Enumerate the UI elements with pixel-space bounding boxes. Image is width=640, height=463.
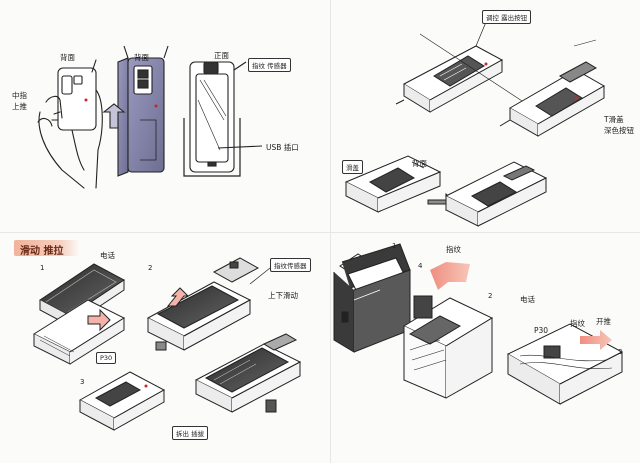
annotation-finger: 中指 上推 (12, 91, 27, 111)
annotation-br-open: 开推 (596, 317, 611, 326)
back-view-phone (102, 45, 169, 177)
step-number: 3 (618, 348, 623, 356)
section-title: 滑动 推拉 (20, 246, 64, 257)
annotation-tr-right: T滑盖 深色按钮 (604, 115, 634, 135)
slide-phone-4 (194, 333, 302, 413)
hand-phone-sketch (37, 59, 103, 189)
horizontal-divider (0, 232, 640, 233)
annotation-fingerprint-sensor: 指纹 传感器 (248, 58, 291, 72)
annotation-slide-button: 调控 露出按钮 (482, 10, 532, 24)
step-number: 2 (148, 264, 153, 272)
annotation-back-2: 背面 (134, 53, 149, 62)
step-number: 3 (80, 378, 85, 386)
annotation-tr-slide: 滑盖 (342, 160, 363, 174)
annotation-br-phone: 电话 (520, 295, 535, 304)
step-number: 1 (392, 242, 397, 250)
slide-phone-open (402, 262, 494, 399)
annotation-back-1: 背面 (60, 53, 75, 62)
annotation-p30: P30 (96, 352, 117, 364)
section-title-highlight (14, 240, 80, 256)
slide-phone-right (499, 39, 606, 137)
stacked-phones-1 (32, 263, 126, 365)
step-number: 4 (418, 262, 423, 270)
annotation-phone: 电话 (100, 251, 115, 260)
annotation-detach: 拆出 插拔 (172, 426, 209, 440)
step-number: 2 (488, 292, 493, 300)
annotation-br-fingerprint: 指纹 (446, 245, 461, 254)
slide-phone-bottom-right (444, 161, 548, 227)
slide-phone-final (506, 323, 624, 405)
slide-phone-2 (146, 257, 271, 351)
step-number: 1 (40, 264, 45, 272)
annotation-tr-back: 背面 (412, 159, 427, 168)
annotation-usb: USB 插口 (266, 143, 299, 152)
slide-phone-3 (78, 371, 166, 431)
annotation-updown: 上下滑动 (268, 291, 298, 300)
annotation-br-fp2: 指纹 (570, 319, 585, 328)
annotation-front: 正面 (214, 51, 229, 60)
annotation-bl-sensor: 指纹传感器 (270, 258, 311, 272)
dark-marker-phone (333, 243, 411, 353)
vertical-divider (330, 0, 331, 463)
front-view-phone (183, 61, 263, 177)
annotation-br-p30: P30 (534, 326, 549, 335)
